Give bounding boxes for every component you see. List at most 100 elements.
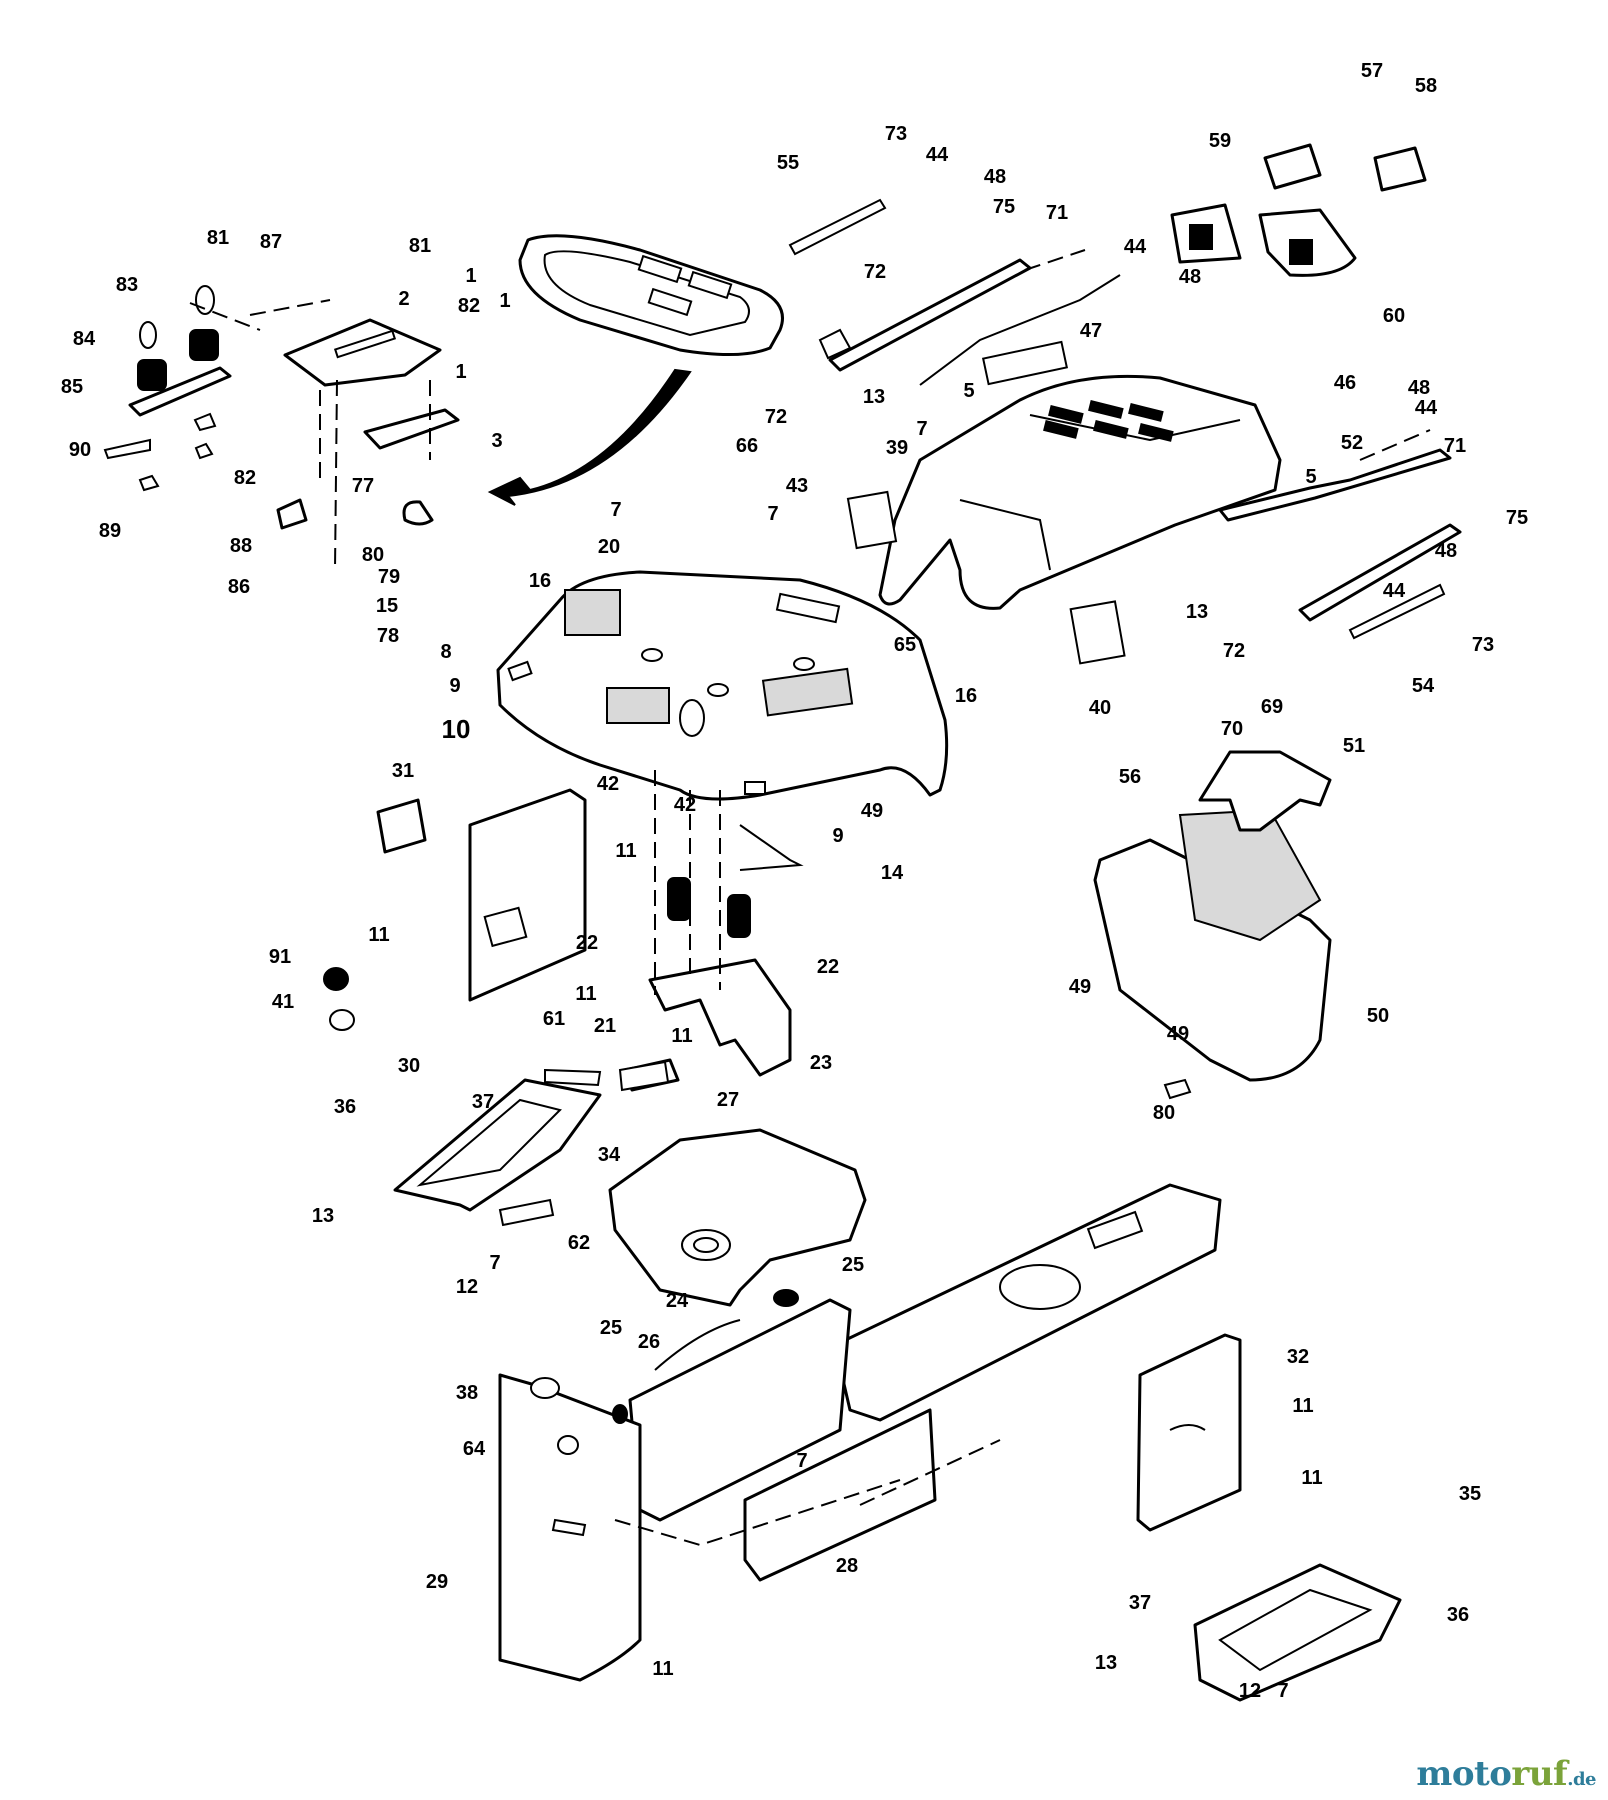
part-label: 13 <box>1186 601 1208 623</box>
part-label: 38 <box>456 1382 478 1404</box>
part-label: 43 <box>786 475 808 497</box>
part-label: 69 <box>1261 696 1283 718</box>
front-bracket <box>498 1373 642 1682</box>
control-knobs <box>1170 143 1427 277</box>
seat <box>518 234 784 356</box>
part-label: 58 <box>1415 75 1437 97</box>
part-label: 82 <box>234 467 256 489</box>
part-label: 86 <box>228 576 250 598</box>
part-label: 71 <box>1046 202 1068 224</box>
part-label: 20 <box>598 536 620 558</box>
assembly-arrow <box>487 368 692 506</box>
part-label: 79 <box>378 566 400 588</box>
part-label: 57 <box>1361 60 1383 82</box>
watermark-part1: moto <box>1416 1754 1512 1794</box>
steering-mount <box>623 824 804 1092</box>
part-label: 8 <box>440 641 451 663</box>
part-label: 48 <box>1179 266 1201 288</box>
part-label: 78 <box>377 625 399 647</box>
part-label: 56 <box>1119 766 1141 788</box>
assembly-lines <box>189 249 1431 1547</box>
part-label: 75 <box>993 196 1015 218</box>
part-label: 75 <box>1506 507 1528 529</box>
part-label: 44 <box>1383 580 1406 602</box>
part-label: 48 <box>984 166 1006 188</box>
part-label: 42 <box>597 773 619 795</box>
part-label: 13 <box>312 1205 334 1227</box>
part-label: 71 <box>1444 435 1466 457</box>
part-label: 48 <box>1435 540 1457 562</box>
part-label: 87 <box>260 231 282 253</box>
part-label: 16 <box>529 570 551 592</box>
seat-pan-bracket <box>276 318 460 530</box>
part-label: 83 <box>116 274 138 296</box>
part-label: 47 <box>1080 320 1102 342</box>
part-label: 3 <box>491 430 502 452</box>
part-label: 54 <box>1412 675 1435 697</box>
part-label: 28 <box>836 1555 858 1577</box>
part-label: 44 <box>1124 236 1147 258</box>
part-label: 13 <box>1095 1652 1117 1674</box>
part-label: 7 <box>610 499 621 521</box>
part-label: 80 <box>1153 1102 1175 1124</box>
part-label: 82 <box>458 295 480 317</box>
part-label: 31 <box>392 760 414 782</box>
watermark-part3: .de <box>1567 1769 1596 1790</box>
part-label: 62 <box>568 1232 590 1254</box>
part-label: 89 <box>99 520 121 542</box>
battery-box <box>1093 750 1332 1100</box>
part-label: 7 <box>916 418 927 440</box>
part-label: 26 <box>638 1331 660 1353</box>
part-label: 22 <box>817 956 839 978</box>
part-label: 12 <box>1239 1680 1261 1702</box>
watermark-part2: ruf <box>1511 1754 1568 1794</box>
part-label: 36 <box>1447 1604 1469 1626</box>
part-label: 81 <box>207 227 229 249</box>
part-label: 73 <box>1472 634 1494 656</box>
part-label: 9 <box>449 675 460 697</box>
part-label: 80 <box>362 544 384 566</box>
part-label: 11 <box>1292 1395 1313 1417</box>
part-label: 36 <box>334 1096 356 1118</box>
part-label: 44 <box>926 144 949 166</box>
part-label: 46 <box>1334 372 1356 394</box>
part-label: 24 <box>666 1290 689 1312</box>
part-label: 72 <box>765 406 787 428</box>
part-label: 7 <box>796 1450 807 1472</box>
part-label: 88 <box>230 535 252 557</box>
part-label: 37 <box>1129 1592 1151 1614</box>
part-label: 5 <box>963 380 974 402</box>
part-label: 25 <box>600 1317 622 1339</box>
part-label: 72 <box>864 261 886 283</box>
part-label: 55 <box>777 152 799 174</box>
part-label: 81 <box>409 235 431 257</box>
part-label: 72 <box>1223 640 1245 662</box>
part-label: 29 <box>426 1571 448 1593</box>
part-label: 11 <box>652 1658 673 1680</box>
part-label: 48 <box>1408 377 1430 399</box>
right-footrest <box>1193 1563 1402 1702</box>
hood-rails <box>788 198 1462 640</box>
part-label: 91 <box>269 946 291 968</box>
part-label: 21 <box>594 1015 616 1037</box>
main-frame <box>628 1183 1222 1582</box>
part-label: 85 <box>61 376 83 398</box>
left-footrest <box>393 1060 670 1227</box>
part-label: 10 <box>442 714 471 744</box>
part-label: 11 <box>671 1025 692 1047</box>
part-label: 11 <box>615 840 636 862</box>
part-label: 44 <box>1415 397 1438 419</box>
part-label: 41 <box>272 991 294 1013</box>
part-label: 2 <box>398 288 409 310</box>
part-label: 64 <box>463 1438 486 1460</box>
part-label: 51 <box>1343 735 1365 757</box>
watermark: motoruf.de <box>1416 1754 1596 1794</box>
part-label: 61 <box>543 1008 565 1030</box>
hood <box>846 340 1282 665</box>
part-label: 5 <box>1305 466 1316 488</box>
part-label: 37 <box>472 1091 494 1113</box>
part-label: 66 <box>736 435 758 457</box>
part-label: 22 <box>576 932 598 954</box>
